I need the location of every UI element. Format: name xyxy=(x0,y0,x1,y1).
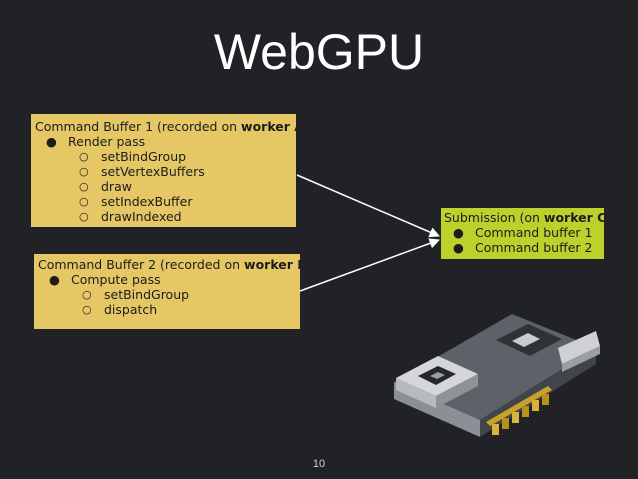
command-buffer-1-heading: Command Buffer 1 (recorded on worker A) xyxy=(35,119,296,134)
command-buffer-2-pass-item: ● Compute pass xyxy=(38,272,296,287)
sub-bullet-icon: ○ xyxy=(82,288,92,301)
sub-bullet-icon: ○ xyxy=(79,150,89,163)
command-buffer-2-command-label: dispatch xyxy=(104,302,158,317)
sub-bullet-icon: ○ xyxy=(79,180,89,193)
arrow-cb2-to-submission xyxy=(299,238,440,292)
command-buffer-1-command-item: ○ setVertexBuffers xyxy=(35,164,292,179)
command-buffer-1-command-label: drawIndexed xyxy=(101,209,182,224)
submission-item-label: Command buffer 2 xyxy=(475,240,593,255)
slide-title: WebGPU xyxy=(213,24,425,80)
command-buffer-1-command-item: ○ drawIndexed xyxy=(35,209,292,224)
command-buffer-1-command-item: ○ setIndexBuffer xyxy=(35,194,292,209)
sub-bullet-icon: ○ xyxy=(79,165,89,178)
arrow-cb1-to-submission xyxy=(296,174,440,238)
command-buffer-2-heading: Command Buffer 2 (recorded on worker B) xyxy=(38,257,300,272)
bullet-icon: ● xyxy=(49,272,60,287)
submission-heading: Submission (on worker C) xyxy=(444,210,604,225)
command-buffer-1-worker: worker A xyxy=(241,119,296,134)
command-buffer-2-heading-prefix: Command Buffer 2 (recorded on xyxy=(38,257,245,272)
submission-box: Submission (on worker C) ● Command buffer… xyxy=(441,208,604,259)
command-buffer-1-box: Command Buffer 1 (recorded on worker A) … xyxy=(31,114,296,227)
page-number: 10 xyxy=(312,458,326,470)
sub-bullet-icon: ○ xyxy=(82,303,92,316)
command-buffer-1-command-label: setVertexBuffers xyxy=(101,164,205,179)
command-buffer-2-command-label: setBindGroup xyxy=(104,287,190,302)
command-buffer-1-command-label: draw xyxy=(101,179,132,194)
command-buffer-1-command-item: ○ setBindGroup xyxy=(35,149,292,164)
command-buffer-1-heading-prefix: Command Buffer 1 (recorded on xyxy=(35,119,242,134)
submission-heading-prefix: Submission (on xyxy=(444,210,544,225)
submission-item-label: Command buffer 1 xyxy=(475,225,593,240)
sub-bullet-icon: ○ xyxy=(79,210,89,223)
bullet-icon: ● xyxy=(46,134,57,149)
command-buffer-1-pass-item: ● Render pass xyxy=(35,134,292,149)
command-buffer-2-pass-label: Compute pass xyxy=(71,272,161,287)
command-buffer-2-command-item: ○ setBindGroup xyxy=(38,287,296,302)
sub-bullet-icon: ○ xyxy=(79,195,89,208)
bullet-icon: ● xyxy=(453,225,464,240)
gpu-card-icon xyxy=(394,314,600,437)
bullet-icon: ● xyxy=(453,240,464,255)
command-buffer-1-command-label: setBindGroup xyxy=(101,149,187,164)
command-buffer-2-worker: worker B xyxy=(244,257,300,272)
command-buffer-1-pass-label: Render pass xyxy=(68,134,146,149)
submission-item: ● Command buffer 1 xyxy=(444,225,601,240)
command-buffer-2-box: Command Buffer 2 (recorded on worker B) … xyxy=(34,254,300,329)
command-buffer-1-command-item: ○ draw xyxy=(35,179,292,194)
command-buffer-2-command-item: ○ dispatch xyxy=(38,302,296,317)
command-buffer-1-command-label: setIndexBuffer xyxy=(101,194,193,209)
submission-item: ● Command buffer 2 xyxy=(444,240,601,255)
submission-worker: worker C xyxy=(543,210,604,225)
